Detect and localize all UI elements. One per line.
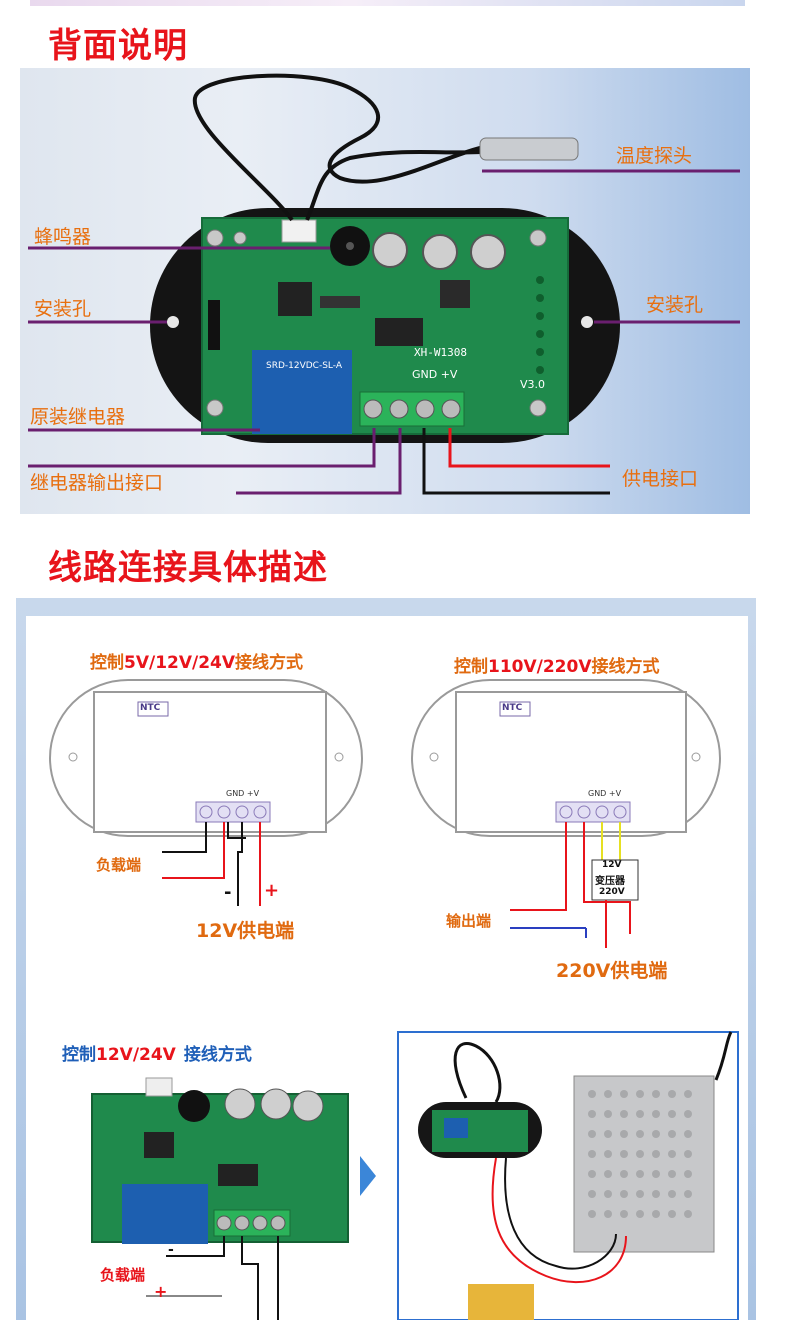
left-ntc-label: NTC bbox=[140, 703, 161, 713]
board-model-text: XH-W1308 bbox=[414, 346, 467, 359]
back-description-panel: XH-W1308 GND +V V3.0 SRD-12VDC-SL-A 温度探头… bbox=[20, 68, 750, 514]
label-buzzer: 蜂鸣器 bbox=[34, 226, 92, 248]
left-gnd-label: GND +V bbox=[226, 789, 260, 798]
left-ntc-box bbox=[137, 701, 169, 717]
label-mount-hole-right: 安装孔 bbox=[646, 294, 704, 316]
label-power-port: 供电接口 bbox=[622, 468, 699, 490]
right-output-label: 输出端 bbox=[446, 912, 492, 930]
screw-tr bbox=[529, 229, 547, 247]
left-terminal bbox=[195, 801, 271, 823]
right-terminal bbox=[555, 801, 631, 823]
capacitor-2 bbox=[422, 234, 458, 270]
arrow-icon bbox=[360, 1156, 376, 1196]
right-supply-label: 220V供电端 bbox=[556, 960, 668, 982]
probe-connector bbox=[281, 219, 317, 243]
board-version-text: V3.0 bbox=[520, 378, 545, 391]
probe-cable bbox=[192, 73, 481, 222]
photo-power-supply bbox=[573, 1075, 715, 1253]
chip-1 bbox=[278, 282, 312, 316]
left-minus-sign: - bbox=[224, 882, 232, 903]
chip-3 bbox=[440, 280, 470, 308]
bottom-left-load-label: 负载端 bbox=[100, 1266, 146, 1284]
heading-wiring-description: 线路连接具体描述 bbox=[48, 548, 328, 588]
right-ntc-box bbox=[499, 701, 531, 717]
line-power-vplus bbox=[448, 428, 610, 468]
left-supply-label: 12V供电端 bbox=[196, 920, 295, 942]
transformer-12v-label: 12V bbox=[602, 860, 622, 870]
label-mount-hole-left: 安装孔 bbox=[34, 298, 92, 320]
bottom-left-plus-sign: + bbox=[154, 1282, 168, 1301]
left-plus-sign: + bbox=[264, 880, 280, 901]
heading-back-description: 背面说明 bbox=[48, 26, 188, 66]
board-illustration: XH-W1308 GND +V V3.0 SRD-12VDC-SL-A bbox=[28, 73, 740, 495]
right-gnd-label: GND +V bbox=[588, 789, 622, 798]
wiring-description-panel: 控制5V/12V/24V接线方式 NTC GND +V 负载端 - + 12V供… bbox=[16, 598, 756, 1320]
screw-br bbox=[529, 399, 547, 417]
screw-tl bbox=[206, 229, 224, 247]
line-relay-port-1 bbox=[28, 428, 376, 468]
top-gradient-strip bbox=[30, 0, 745, 6]
left-load-label: 负载端 bbox=[96, 856, 142, 874]
bl-relay bbox=[122, 1184, 208, 1244]
display-header bbox=[320, 296, 360, 308]
label-temperature-probe: 温度探头 bbox=[616, 145, 693, 167]
label-relay-output-port: 继电器输出接口 bbox=[30, 472, 164, 494]
screw-bl bbox=[206, 399, 224, 417]
bottom-left-minus-sign: - bbox=[168, 1242, 174, 1258]
pin-header bbox=[208, 300, 220, 350]
photo-heater-pad bbox=[468, 1284, 534, 1320]
relay-model-text: SRD-12VDC-SL-A bbox=[266, 361, 343, 371]
screw-tl2 bbox=[233, 231, 247, 245]
left-diagram-title: 控制5V/12V/24V接线方式 bbox=[90, 653, 304, 673]
line-power-gnd bbox=[422, 428, 610, 495]
wiring-diagrams bbox=[49, 679, 739, 1320]
capacitor-3 bbox=[470, 234, 506, 270]
mount-hole-left bbox=[167, 316, 179, 328]
board-gnd-text: GND +V bbox=[412, 368, 458, 381]
line-relay-port-2 bbox=[236, 428, 402, 495]
capacitor-1 bbox=[372, 232, 408, 268]
transformer-220v-label: 220V bbox=[599, 887, 625, 897]
label-original-relay: 原装继电器 bbox=[30, 406, 126, 428]
wiring-inner-card: 控制5V/12V/24V接线方式 NTC GND +V 负载端 - + 12V供… bbox=[26, 616, 748, 1320]
transformer-box bbox=[591, 859, 639, 901]
right-ntc-label: NTC bbox=[502, 703, 523, 713]
temperature-probe bbox=[479, 137, 579, 161]
mount-hole-right bbox=[581, 316, 593, 328]
right-diagram-title: 控制110V/220V接线方式 bbox=[454, 657, 660, 677]
transformer-label: 变压器 bbox=[595, 876, 625, 887]
chip-2 bbox=[375, 318, 423, 346]
relay bbox=[252, 350, 352, 434]
